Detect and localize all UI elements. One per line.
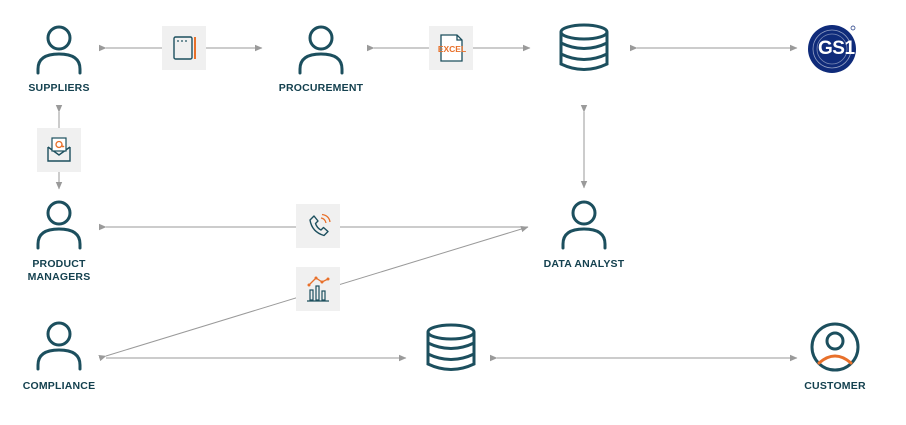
data-analyst-label: DATA ANALYST bbox=[543, 258, 625, 270]
product-managers-label-line2: MANAGERS bbox=[27, 271, 91, 283]
excel-badge: EXCEL bbox=[429, 26, 473, 70]
suppliers-person-icon bbox=[36, 25, 82, 75]
excel-badge-text: EXCEL bbox=[438, 44, 466, 54]
customer-person-icon bbox=[810, 322, 860, 372]
email-badge bbox=[37, 128, 81, 172]
chart-analytics-icon bbox=[307, 276, 330, 302]
phone-call-icon bbox=[309, 213, 331, 237]
gs1-logo-text: GS1 bbox=[818, 38, 855, 59]
compliance-person-icon bbox=[36, 321, 82, 371]
customer-label: CUSTOMER bbox=[804, 380, 866, 392]
compliance-label: COMPLIANCE bbox=[22, 380, 96, 392]
document-badge bbox=[162, 26, 206, 70]
analytics-badge bbox=[296, 267, 340, 311]
data-analyst-person-icon bbox=[561, 200, 607, 250]
excel-file-icon: EXCEL bbox=[438, 34, 466, 62]
procurement-person-icon bbox=[298, 25, 344, 75]
phone-badge bbox=[296, 204, 340, 248]
compliance-database-icon bbox=[426, 323, 476, 371]
central-database-icon bbox=[559, 23, 609, 71]
product-managers-person-icon bbox=[36, 200, 82, 250]
gs1-logo-icon bbox=[808, 25, 856, 73]
document-icon bbox=[173, 36, 196, 60]
email-envelope-icon bbox=[47, 137, 71, 162]
procurement-label: PROCUREMENT bbox=[278, 82, 364, 94]
suppliers-label: SUPPLIERS bbox=[28, 82, 90, 94]
product-managers-label-line1: PRODUCT bbox=[32, 258, 86, 270]
